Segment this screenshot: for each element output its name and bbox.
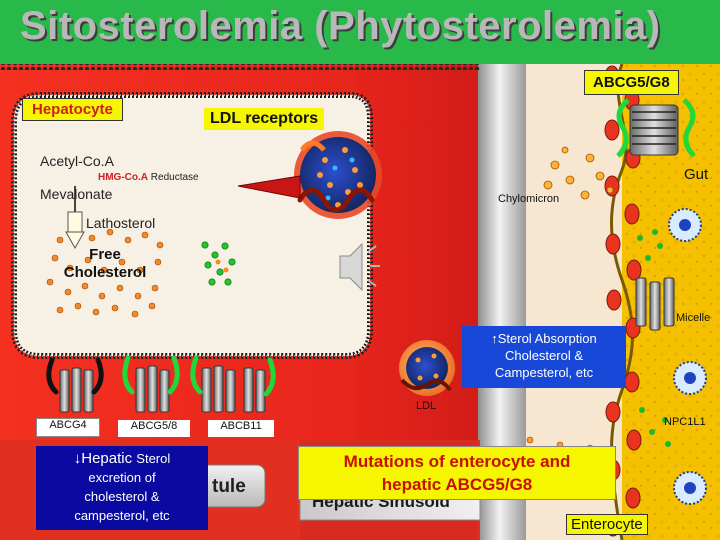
sterol-absorption-box: ↑Sterol Absorption Cholesterol & Campest… xyxy=(462,326,626,388)
canalicular-transporters xyxy=(46,355,276,413)
chylomicron-particles xyxy=(543,146,614,200)
uptake-arrow xyxy=(237,175,301,199)
ldl-receptor-cluster xyxy=(294,131,382,219)
free-cholesterol-pool xyxy=(46,226,164,318)
up-arrow-icon: ↑ xyxy=(491,331,498,346)
free-cholesterol-label: Free Cholesterol xyxy=(63,246,147,281)
hepatocyte-cell xyxy=(11,92,373,359)
lathosterol-label: Lathosterol xyxy=(86,215,156,231)
chylomicron-label: Chylomicron xyxy=(498,193,560,205)
npc1l1-label: NPC1L1 xyxy=(664,416,706,428)
title-bar: Sitosterolemia (Phytosterolemia) xyxy=(0,0,720,64)
abcg58-top-label: ABCG5/G8 xyxy=(584,70,679,95)
micelle-label: Micelle xyxy=(676,312,711,324)
ldl-label: LDL xyxy=(416,400,437,412)
hepatic-excretion-box: ↓Hepatic Sterol excretion of cholesterol… xyxy=(36,446,208,530)
hmg-coa-reductase-label: HMG-Co.A Reductase xyxy=(98,172,199,183)
page-title: Sitosterolemia (Phytosterolemia) xyxy=(20,4,661,48)
mutation-box: Mutations of enterocyte and hepatic ABCG… xyxy=(298,446,616,500)
ldl-particle-icon xyxy=(399,340,455,396)
npc1l1-transporter xyxy=(635,277,675,331)
speaker-icon xyxy=(339,242,380,292)
ldl-receptors-label: LDL receptors xyxy=(204,108,325,130)
down-arrow-icon: ↓ xyxy=(73,450,82,467)
gut-label: Gut xyxy=(684,166,709,183)
abcg4-label: ABCG4 xyxy=(36,418,100,437)
canaliculus-label: tule xyxy=(212,476,246,497)
abcb11-label: ABCB11 xyxy=(208,420,274,437)
mevalonate-label: Mevalonate xyxy=(40,186,113,202)
hepatocyte-label: Hepatocyte xyxy=(22,98,123,121)
plant-sterol-cluster xyxy=(201,241,236,286)
reductase-label: Reductase xyxy=(150,172,199,183)
transporter-icon xyxy=(616,98,696,158)
abcg58-label: ABCG5/8 xyxy=(118,420,190,437)
acetyl-coa-label: Acetyl-Co.A xyxy=(40,153,114,169)
enterocyte-label: Enterocyte xyxy=(566,514,648,535)
micelle-icon xyxy=(668,208,707,505)
hmg-coa-label: HMG-Co.A xyxy=(98,172,148,183)
